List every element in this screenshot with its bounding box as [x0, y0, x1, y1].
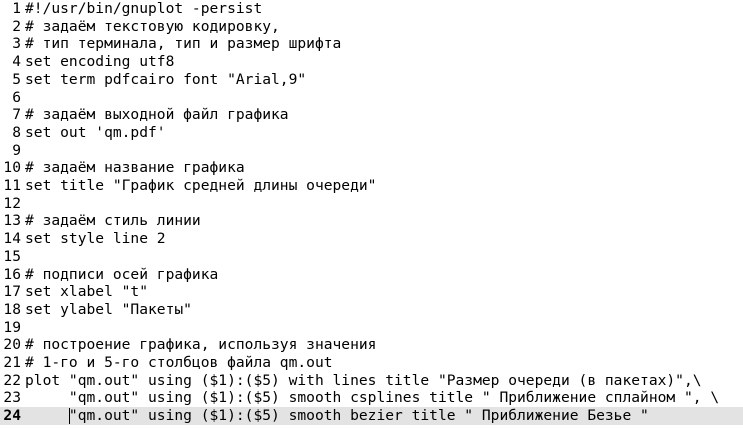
line-text[interactable]: plot "qm.out" using ($1):($5) with lines…	[25, 371, 702, 389]
line-text[interactable]: # построение графика, используя значения	[25, 336, 377, 354]
line-number: 5	[12, 70, 21, 88]
line-number: 6	[12, 88, 21, 106]
current-code-line[interactable]: 24 "qm.out" using ($1):($5) smooth bezie…	[0, 407, 743, 425]
line-number: 2	[12, 17, 21, 35]
line-number: 3	[12, 35, 21, 53]
line-number: 19	[3, 318, 21, 336]
line-text[interactable]: set ylabel "Пакеты"	[25, 300, 192, 318]
line-text[interactable]: "qm.out" using ($1):($5) smooth bezier t…	[25, 407, 649, 425]
line-text[interactable]: #!/usr/bin/gnuplot -persist	[25, 0, 263, 17]
code-line[interactable]: 1#!/usr/bin/gnuplot -persist	[0, 0, 743, 18]
line-number: 14	[3, 230, 21, 248]
line-number: 10	[3, 159, 21, 177]
line-text[interactable]: # задаём стиль линии	[25, 212, 201, 230]
code-line[interactable]: 9	[0, 142, 743, 160]
line-number: 11	[3, 177, 21, 194]
line-number: 13	[3, 212, 21, 230]
code-line[interactable]: 10# задаём название графика	[0, 159, 743, 177]
text-cursor	[69, 408, 70, 425]
line-number: 7	[12, 106, 21, 124]
line-number: 24	[3, 407, 21, 425]
line-text[interactable]: set title "График средней длины очереди"	[25, 177, 377, 194]
line-number: 21	[3, 354, 21, 371]
code-line[interactable]: 3# тип терминала, тип и размер шрифта	[0, 35, 743, 53]
line-text[interactable]: # задаём текстовую кодировку,	[25, 17, 280, 35]
line-number: 1	[12, 0, 21, 17]
line-number: 4	[12, 53, 21, 71]
line-text[interactable]: set encoding utf8	[25, 53, 175, 71]
line-text[interactable]: # задаём название графика	[25, 159, 245, 177]
code-line[interactable]: 7# задаём выходной файл графика	[0, 106, 743, 124]
code-line[interactable]: 16# подписи осей графика	[0, 266, 743, 284]
line-number: 18	[3, 300, 21, 318]
line-text[interactable]: # подписи осей графика	[25, 265, 219, 283]
line-number: 8	[12, 123, 21, 141]
line-number: 15	[3, 247, 21, 265]
code-line[interactable]: 13# задаём стиль линии	[0, 212, 743, 230]
code-line[interactable]: 2# задаём текстовую кодировку,	[0, 18, 743, 36]
line-text[interactable]: set out 'qm.pdf'	[25, 123, 166, 141]
line-number: 16	[3, 265, 21, 283]
code-line[interactable]: 6	[0, 89, 743, 107]
code-line[interactable]: 21# 1-го и 5-го столбцов файла qm.out	[0, 354, 743, 372]
line-number: 12	[3, 194, 21, 212]
line-number: 20	[3, 336, 21, 354]
line-number: 9	[12, 141, 21, 159]
code-line[interactable]: 19	[0, 319, 743, 337]
line-number: 17	[3, 283, 21, 301]
line-text[interactable]: set term pdfcairo font "Arial,9"	[25, 70, 307, 88]
line-text[interactable]: # задаём выходной файл графика	[25, 106, 289, 124]
code-line[interactable]: 12	[0, 195, 743, 213]
line-text[interactable]: set xlabel "t"	[25, 283, 149, 301]
line-text[interactable]: # 1-го и 5-го столбцов файла qm.out	[25, 354, 333, 371]
code-line[interactable]: 15	[0, 248, 743, 266]
line-text[interactable]: set style line 2	[25, 230, 166, 248]
code-line[interactable]: 23 "qm.out" using ($1):($5) smooth cspli…	[0, 389, 743, 407]
line-number: 23	[3, 389, 21, 407]
line-text[interactable]: # тип терминала, тип и размер шрифта	[25, 35, 342, 53]
line-number: 22	[3, 371, 21, 389]
line-text[interactable]: "qm.out" using ($1):($5) smooth csplines…	[25, 389, 720, 407]
code-line[interactable]: 20# построение графика, используя значен…	[0, 336, 743, 354]
